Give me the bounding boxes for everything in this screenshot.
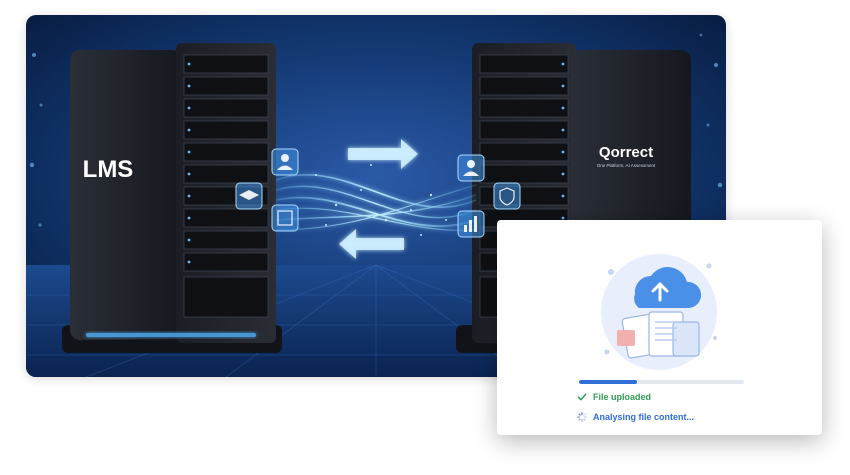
status-text-analysing: Analysing file content... (593, 412, 695, 422)
qorrect-tagline: One Platform, AI Assessment (597, 163, 656, 168)
upload-status-card: File uploaded Analysing f (497, 220, 822, 435)
spinner-icon (577, 412, 587, 422)
lms-label: LMS (83, 156, 134, 183)
qorrect-logo-text: Qorrect (599, 144, 653, 161)
arrow-left-icon (339, 229, 404, 259)
cloud-icon (634, 267, 702, 308)
upload-progress-fill (579, 380, 637, 384)
status-file-uploaded: File uploaded (577, 392, 651, 402)
checklist-icon (271, 204, 299, 232)
check-icon (577, 392, 587, 402)
cloud-upload-illustration (597, 242, 722, 382)
status-text-uploaded: File uploaded (593, 392, 652, 402)
status-analysing: Analysing file content... (577, 412, 694, 422)
upload-progress-bar (579, 380, 744, 384)
arrow-right-icon (348, 139, 418, 169)
documents-icon (617, 311, 700, 359)
data-stream (275, 174, 477, 232)
shield-check-icon (493, 182, 521, 210)
lms-server: LMS (62, 43, 282, 353)
